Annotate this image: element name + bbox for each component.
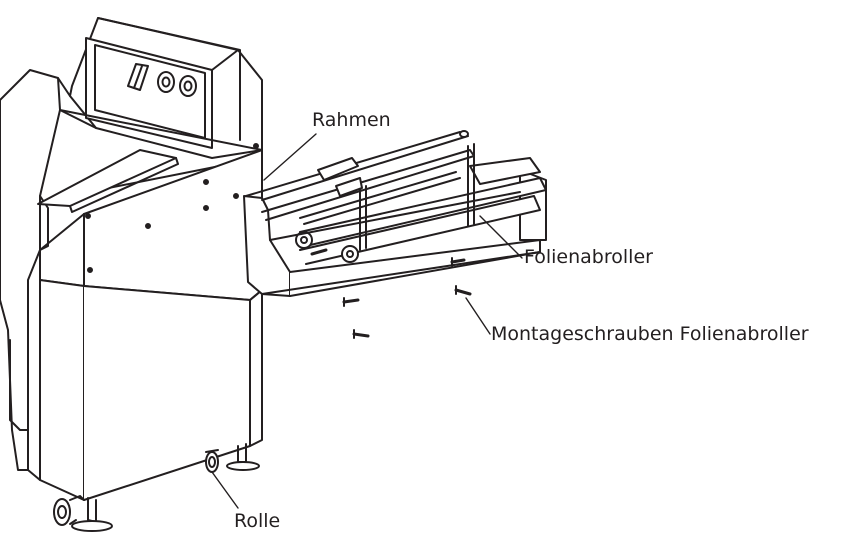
foot-left-icon [71,497,113,532]
leader-rahmen [263,133,317,181]
label-folienabroller: Folienabroller [524,246,653,268]
label-rahmen: Rahmen [312,109,391,131]
label-rolle: Rolle [234,510,281,532]
screw-5-icon [352,329,370,339]
foot-right-icon [226,443,260,471]
caster-left-icon [53,495,85,526]
screw-1-icon [310,248,328,256]
knob-3-icon [179,75,197,97]
leader-rolle [211,471,239,509]
machine-body [0,69,263,501]
screw-4-icon [342,297,360,307]
screw-3-icon [454,285,472,296]
label-montageschrauben: Montageschrauben Folienabroller [491,323,809,345]
leader-lines [211,133,523,509]
film-unwinder [243,130,547,297]
leader-folienabroller [479,215,523,259]
leader-montageschrauben [465,297,491,335]
knob-2-icon [157,71,175,93]
screw-2-icon [450,257,466,267]
caster-right-icon [205,449,219,473]
knob-1-icon [127,63,149,91]
